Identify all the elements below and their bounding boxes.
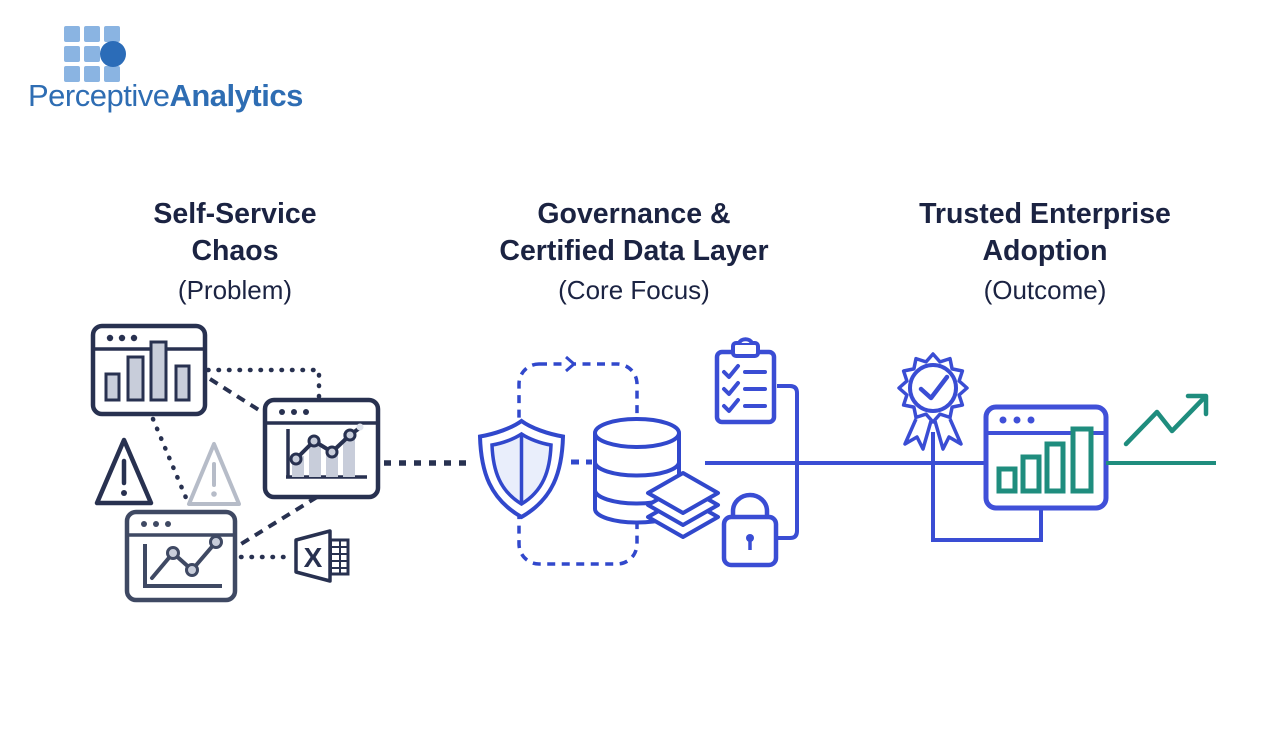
badge-ribbon-right [933,418,963,451]
subtitle: (Core Focus) [558,275,710,305]
shield-icon [477,418,566,520]
browser-dashboard-icon [983,404,1109,511]
title-line: Adoption [982,235,1108,267]
badge-dashboard-connector [931,432,1043,542]
chaos-connectors [150,367,470,560]
checklist-rows [722,364,767,413]
column-title-outcome: Trusted Enterprise Adoption (Outcome) [835,196,1255,308]
growth-arrow-icon [1123,393,1209,447]
window-header-dots [106,334,138,342]
logo-dot-icon [100,41,126,67]
window-header-dots [279,409,309,415]
title-line: Trusted Enterprise [919,198,1171,230]
dashboard-bars [996,426,1094,494]
warning-triangle-light-icon [187,442,241,506]
browser-bar-chart-icon [90,323,208,417]
award-badge-icon [897,352,969,451]
combo-chart-end-dot [356,423,364,431]
brand-logo-mark-icon [64,26,126,82]
clipboard-lock-bracket [777,384,799,540]
title-line: Certified Data Layer [499,235,769,267]
lock-icon [721,492,779,568]
excel-flap [294,529,332,583]
excel-file-icon: X [294,529,350,583]
bar-chart-bars [104,340,191,402]
layers-icon [646,471,720,539]
line-chart-dots [166,535,223,577]
subtitle: (Outcome) [983,275,1107,305]
badge-checkmark [918,374,950,401]
brand-name: PerceptiveAnalytics [28,78,303,114]
dotted-connector [150,416,192,508]
combo-chart-dots [289,428,357,466]
brand-name-bold: Analytics [169,78,303,113]
clipboard-checklist-icon [714,337,777,425]
window-header-dots [999,416,1035,424]
brand-name-regular: Perceptive [28,78,170,113]
browser-combo-chart-icon [262,397,381,500]
keyhole [746,534,754,542]
title-line: Governance & [537,198,731,230]
excel-letter: X [304,542,323,573]
logo-grid-icon [64,26,126,82]
arrow-head [1185,393,1209,417]
column-title-problem: Self-Service Chaos (Problem) [25,196,445,308]
chart-axes [143,544,222,588]
badge-ribbon-left [903,418,933,451]
title-line: Chaos [191,235,279,267]
subtitle: (Problem) [177,275,293,305]
clipboard-clip [731,341,760,358]
column-title-core-focus: Governance & Certified Data Layer (Core … [424,196,844,308]
browser-line-chart-icon [124,509,238,603]
dashed-connector [208,377,264,414]
cycle-arrow-icon [565,355,577,373]
window-header-dots [141,521,171,527]
clipboard-clip-bump [737,337,754,345]
line-chart-line [150,540,218,580]
title-line: Self-Service [153,198,317,230]
dotted-connector [205,367,322,400]
warning-triangle-icon [94,437,154,506]
